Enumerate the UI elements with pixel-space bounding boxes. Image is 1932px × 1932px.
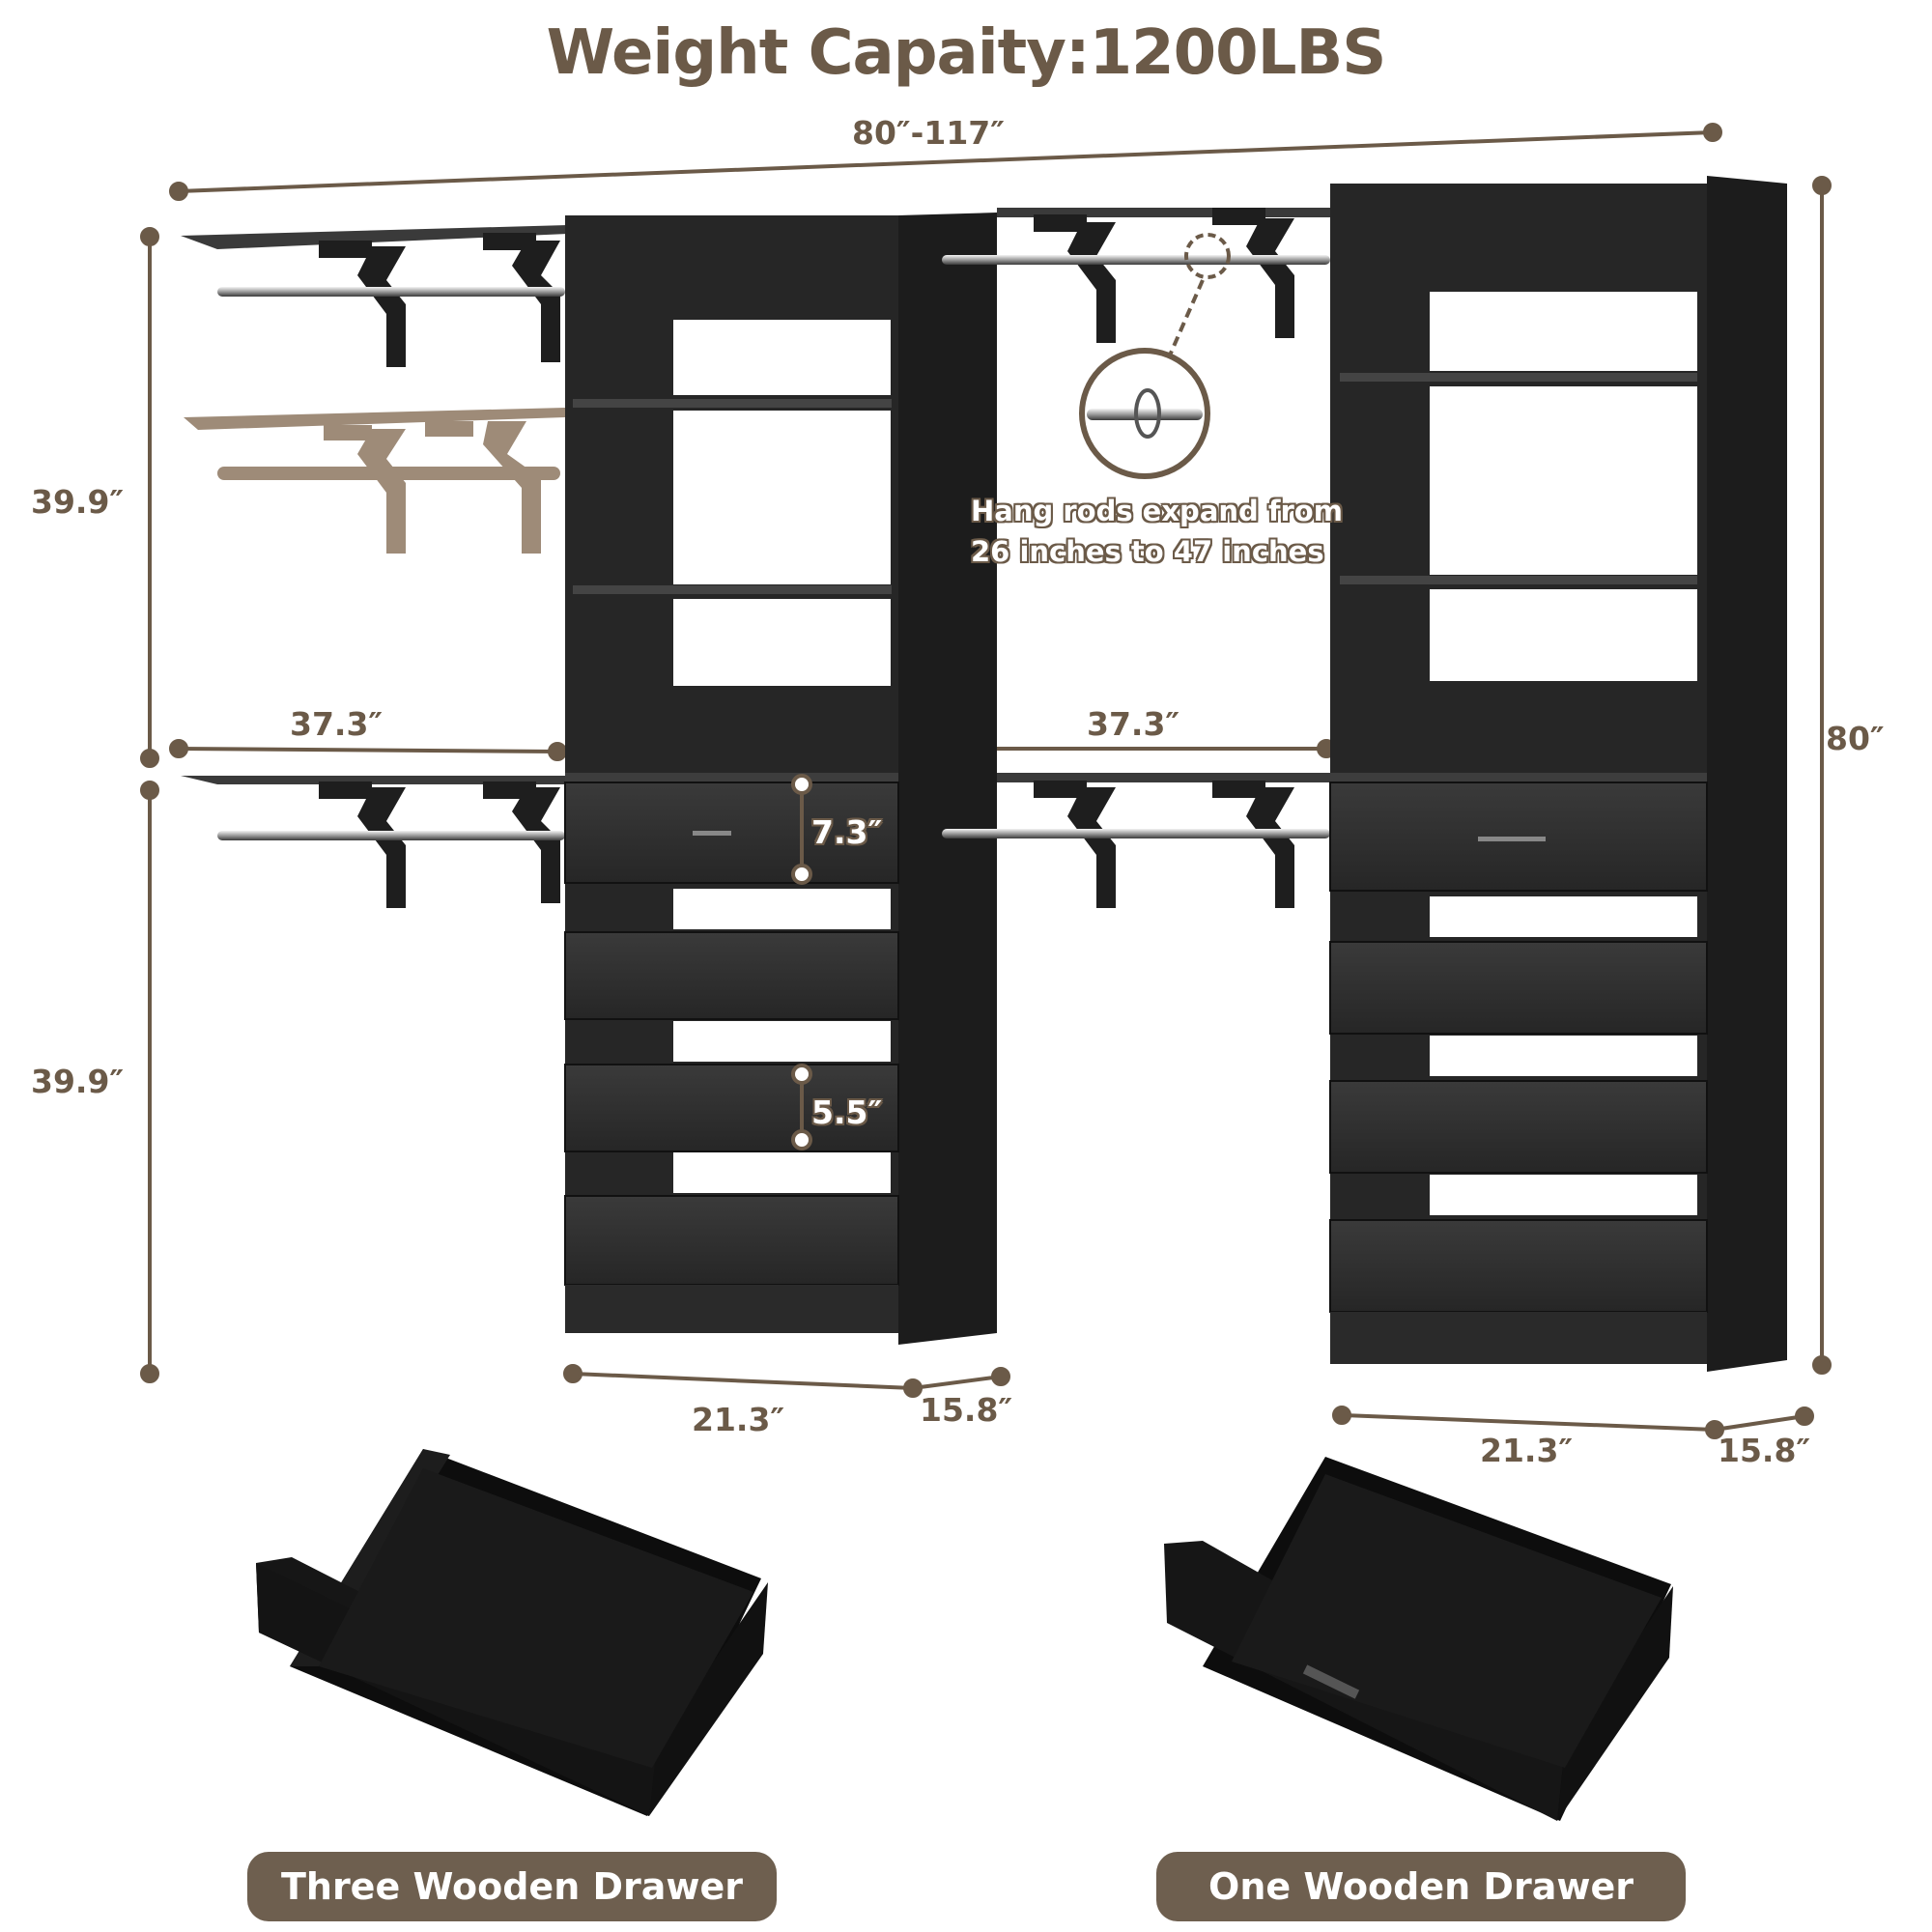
right-tower-depth-label: 15.8″ [1718,1432,1811,1469]
lower-height-label: 39.9″ [31,1063,125,1100]
lower-left-shelf [181,776,568,908]
left-rod-width-label: 37.3″ [290,705,384,743]
middle-rod-width-label: 37.3″ [1087,705,1180,743]
loose-drawer-right [1164,1457,1673,1821]
middle-shelves [942,208,1330,908]
three-drawer-label: Three Wooden Drawer [247,1852,777,1921]
total-height-label: 80″ [1826,720,1885,757]
hang-rod-note: Hang rods expand from 26 inches to 47 in… [971,491,1396,572]
drawer-height-label: 5.5″ [811,1094,883,1131]
one-drawer-label: One Wooden Drawer [1156,1852,1686,1921]
weight-capacity-title: Weight Capaity:1200LBS [546,17,1387,89]
left-tower-depth-label: 15.8″ [920,1391,1013,1429]
right-tower-width-label: 21.3″ [1480,1432,1574,1469]
upper-left-shelf [181,225,568,367]
total-width-label: 80″-117″ [852,114,1005,152]
rod-detail-callout [1079,233,1231,479]
right-tower [1329,176,1787,1372]
hang-rod-note-line2: 26 inches to 47 inches [971,535,1324,568]
hang-rod-note-line1: Hang rods expand from [971,495,1343,527]
left-tower [564,213,997,1345]
ghost-shelf [184,408,565,554]
drawer-height-markers [791,774,812,1151]
upper-height-label: 39.9″ [31,483,125,521]
loose-drawer-left [256,1449,768,1816]
left-tower-width-label: 21.3″ [692,1401,785,1438]
top-drawer-height-label: 7.3″ [811,813,883,851]
